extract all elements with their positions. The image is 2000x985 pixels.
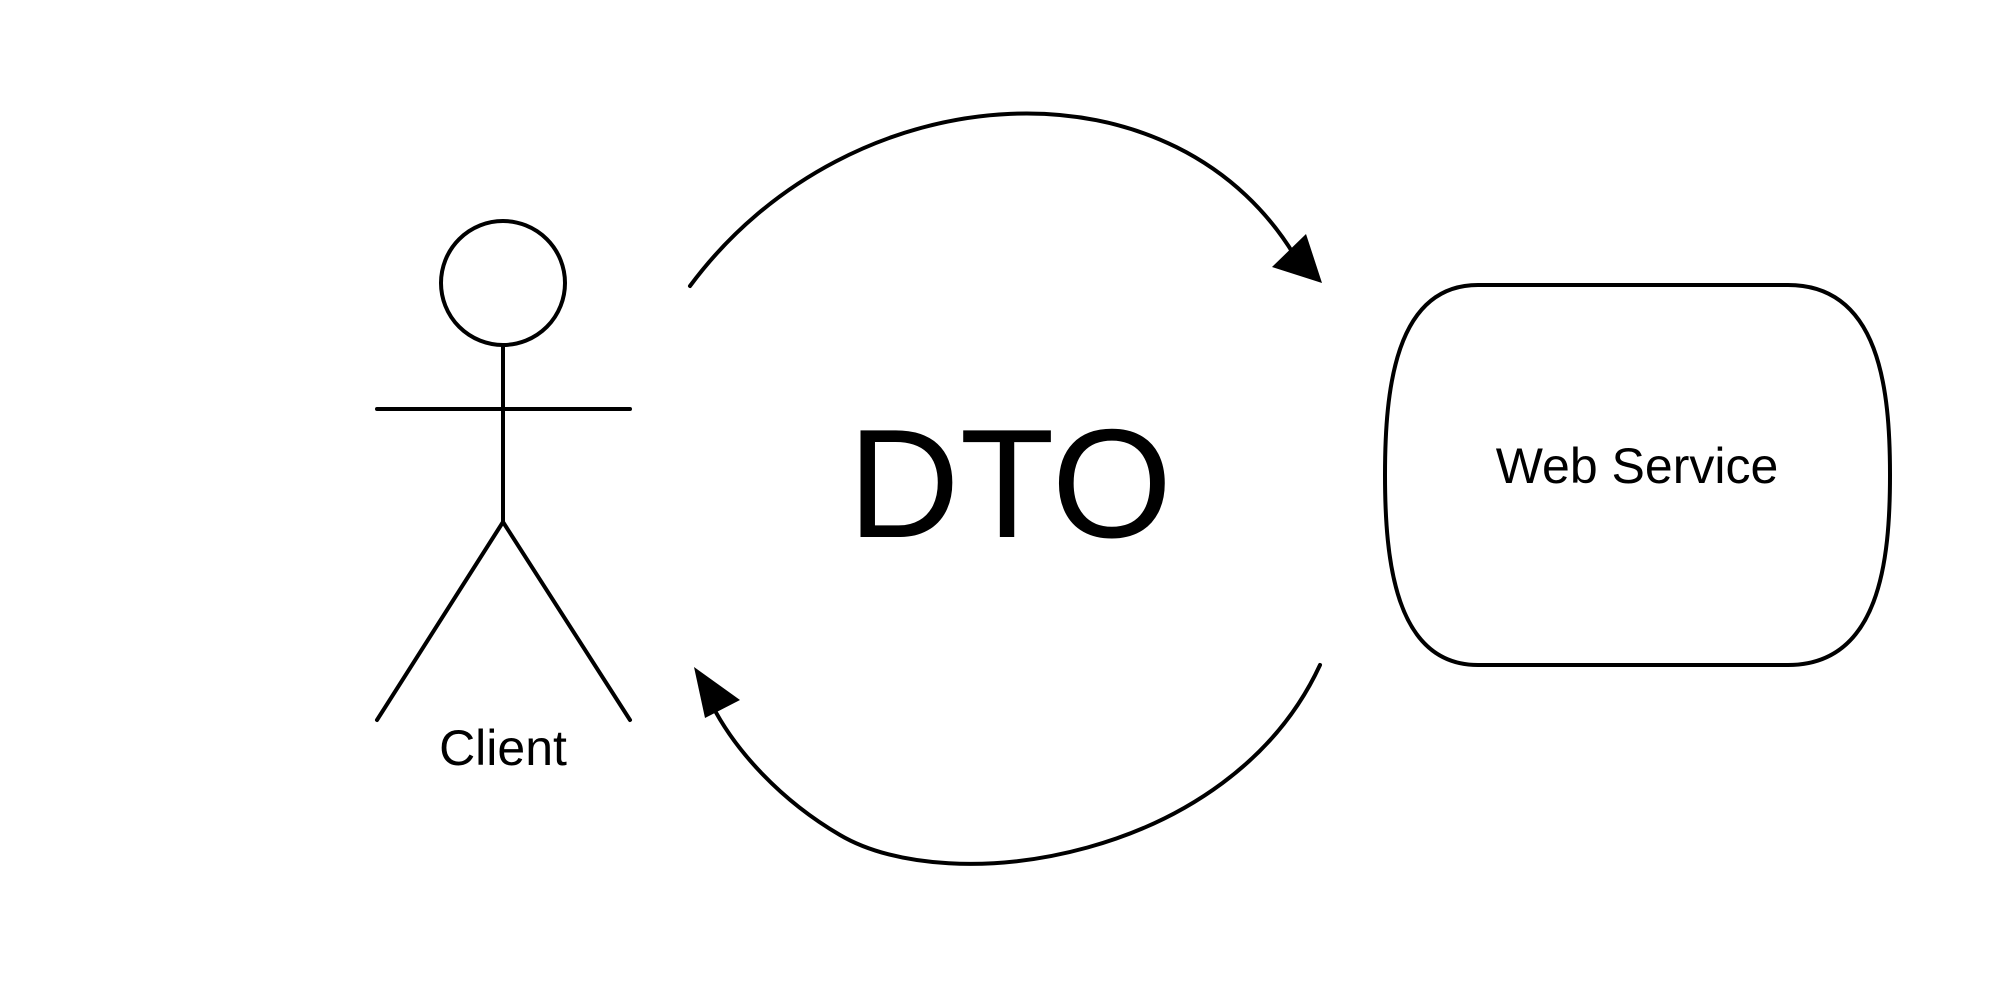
actor-left-leg [375,520,505,722]
request-arrow [688,111,1302,288]
web-service-label: Web Service [1496,438,1779,494]
response-arrow [710,663,1322,866]
response-arrowhead-icon [694,667,740,718]
actor-head [439,219,567,347]
request-arrowhead-icon [1272,234,1322,283]
dto-label: DTO [848,397,1172,570]
client-actor-icon [375,219,632,722]
actor-right-leg [501,520,632,722]
client-label: Client [439,720,567,776]
web-service-box [1383,283,1892,667]
